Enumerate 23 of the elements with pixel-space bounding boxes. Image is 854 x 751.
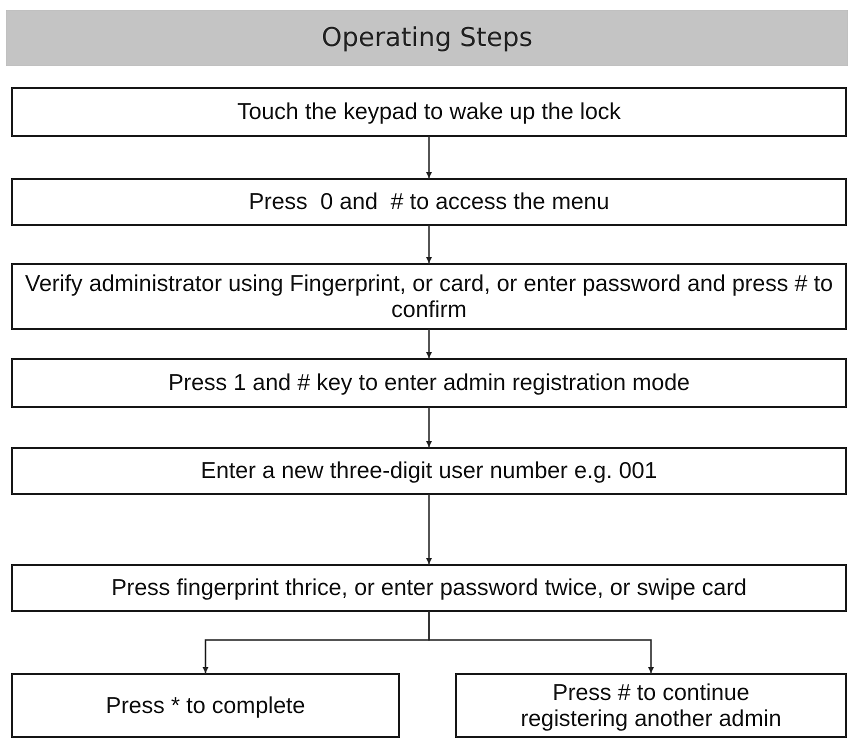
arrow [428, 612, 654, 673]
step-box [11, 447, 847, 495]
step-text: Press * to complete [104, 692, 306, 718]
title-band: Operating Steps [6, 10, 848, 66]
step-text: Press 1 and # key to enter admin registration mode [167, 370, 691, 396]
step-text: Touch the keypad to wake up the lock [236, 99, 622, 125]
step-box [11, 358, 847, 408]
step-text: Press fingerprint thrice, or enter password twice, or swipe card [110, 575, 748, 601]
arrow [426, 330, 432, 358]
step-text: Press # to continue registering another admin [520, 680, 782, 731]
arrow [426, 408, 432, 447]
step-text: Enter a new three-digit user number e.g. 001 [200, 458, 658, 484]
step-box [455, 673, 847, 738]
step-box [11, 673, 400, 738]
step-text: Verify administrator using Fingerprint, or card, or enter password and press # to confirm [24, 271, 834, 322]
arrow [426, 137, 432, 178]
step-box [11, 564, 847, 612]
step-box [11, 178, 847, 226]
step-box [11, 87, 847, 137]
step-box [11, 263, 847, 330]
arrow [426, 226, 432, 263]
step-text: Press 0 and # to access the menu [248, 189, 610, 215]
arrow [426, 495, 432, 564]
